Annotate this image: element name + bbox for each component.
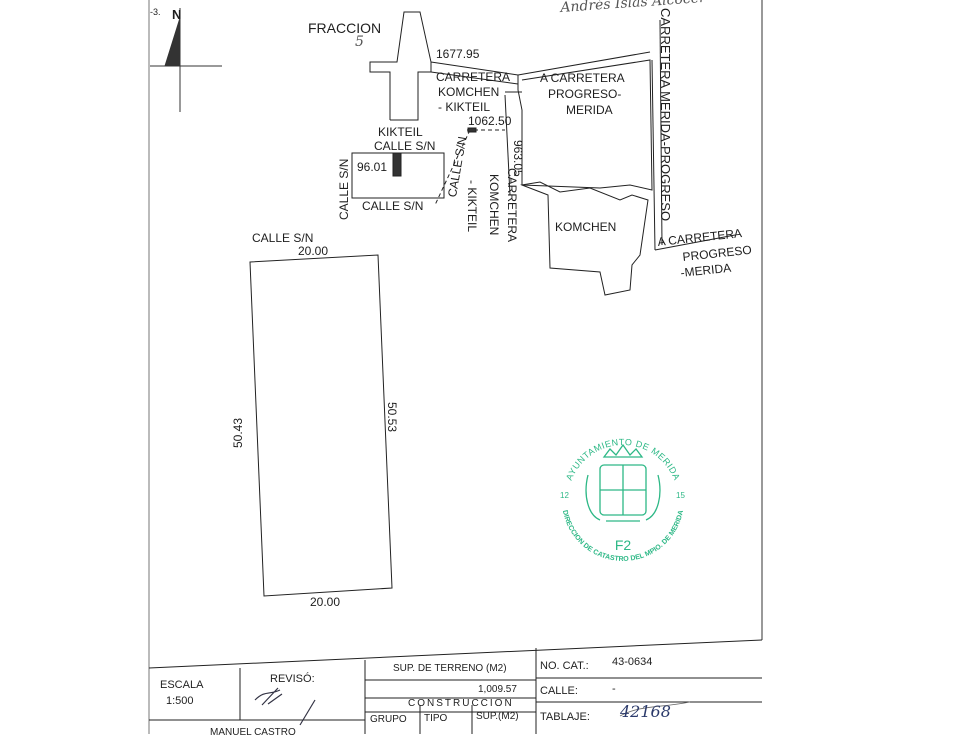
- carretera-komchen-line1: CARRETERA: [436, 70, 511, 84]
- a-carretera-top-line2: PROGRESO-: [548, 87, 622, 101]
- north-side-mark: -3.: [150, 7, 161, 17]
- lot-top-measure: 20.00: [298, 244, 329, 258]
- komchen-label: KOMCHEN: [555, 220, 617, 234]
- lot-right-measure: 50.53: [385, 402, 399, 433]
- north-label: N: [172, 7, 182, 22]
- measure-1677: 1677.95: [436, 47, 480, 61]
- calle-value: -: [612, 683, 616, 695]
- lot-bottom-measure: 20.00: [310, 595, 341, 609]
- stamp-left-num: 12: [560, 491, 569, 500]
- escala-value: 1:500: [166, 695, 194, 707]
- stamp-right-num: 15: [676, 491, 685, 500]
- reviso-label: REVISÓ:: [270, 673, 315, 685]
- a-carretera-top-line1: A CARRETERA: [540, 71, 625, 85]
- carretera-vertical-line3: - KIKTEIL: [465, 180, 479, 233]
- grupo-label: GRUPO: [370, 714, 407, 725]
- tablaje-value: 42168: [620, 702, 671, 721]
- stamp-code: F2: [615, 537, 632, 553]
- calle-sn-bottom: CALLE S/N: [362, 199, 424, 213]
- calle-label: CALLE:: [540, 685, 578, 697]
- measure-1062: 1062.50: [468, 114, 512, 128]
- calle-sn-left: CALLE S/N: [337, 158, 351, 220]
- sup-terreno-value: 1,009.57: [478, 684, 517, 695]
- kikteil-label: KIKTEIL: [378, 125, 423, 139]
- tipo-label: TIPO: [424, 713, 448, 724]
- measure-96: 96.01: [357, 160, 388, 174]
- calle-sn-top: CALLE S/N: [374, 139, 436, 153]
- carretera-komchen-line2: KOMCHEN: [438, 85, 500, 99]
- no-cat-label: NO. CAT.:: [540, 660, 589, 672]
- carretera-vertical-line2: KOMCHEN: [487, 174, 501, 236]
- tablaje-label: TABLAJE:: [540, 711, 590, 723]
- a-carretera-top-line3: MERIDA: [566, 103, 613, 117]
- fraccion-number: 5: [355, 34, 364, 50]
- construccion-label: CONSTRUCCION: [408, 698, 514, 709]
- sup-m2-label: SUP.(M2): [476, 711, 519, 722]
- no-cat-value: 43-0634: [612, 656, 653, 668]
- escala-label: ESCALA: [160, 679, 204, 691]
- lot-left-measure: 50.43: [231, 417, 245, 448]
- lot-top-street: CALLE S/N: [252, 231, 314, 245]
- carretera-komchen-line3: - KIKTEIL: [438, 100, 491, 114]
- carretera-vertical-line1: CARRETERA: [505, 168, 519, 243]
- fraccion-label: FRACCION: [308, 20, 382, 36]
- carretera-merida-progreso: CARRETERA MERIDA-PROGRESO: [658, 8, 673, 222]
- sup-terreno-label: SUP. DE TERRENO (M2): [393, 663, 507, 674]
- name-partial: MANUEL CASTRO: [210, 727, 296, 738]
- catastro-stamp: AYUNTAMIENTO DE MERIDA DIRECCION DE CATA…: [560, 437, 685, 563]
